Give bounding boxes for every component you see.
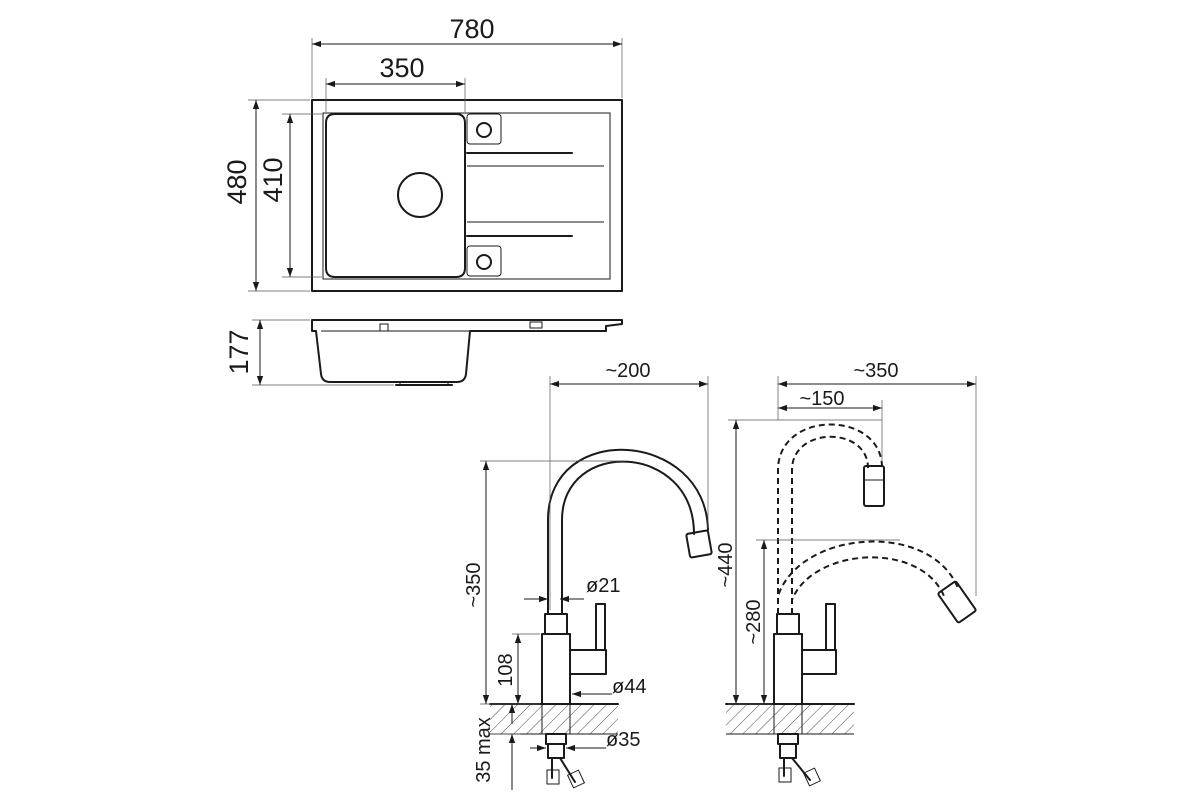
bowl-height-label: 410: [258, 157, 288, 202]
tap-hole-bottom: [476, 254, 492, 270]
sink-profile: [311, 319, 623, 383]
faucet-front-view: ~200 ~350 ø21 108 ø44 ø35 35 max: [463, 360, 713, 790]
pipe-diameter-label: ø21: [586, 575, 620, 597]
side-short-reach-label: ~150: [799, 388, 844, 410]
supply-hoses: [551, 757, 576, 783]
faucet-body: [541, 633, 571, 705]
tap-hole-top: [476, 122, 492, 138]
sink-top-view: 780 350 480 410: [222, 14, 623, 292]
side-reach-label: ~350: [853, 360, 898, 382]
sink-depth-label: 177: [224, 329, 254, 374]
mounting-nut: [547, 743, 565, 759]
sink-inner-rim: [322, 112, 611, 280]
drainer-grooves: [466, 152, 604, 237]
side-height-label: ~440: [715, 542, 737, 587]
worktop-section-right: [726, 704, 854, 734]
faucet-reach-label: ~200: [605, 360, 650, 382]
worktop-thickness-label: 35 max: [473, 717, 495, 783]
tap-hole-pad-bottom: [466, 245, 502, 277]
tap-hole-pad-top: [466, 113, 502, 145]
lowered-spout-head: [937, 580, 977, 624]
raised-spout-head: [863, 465, 885, 507]
faucet-side-view: ~350 ~150 ~440 ~280: [715, 360, 977, 787]
hole-diameter-label: ø35: [606, 729, 640, 751]
faucet-spout: [547, 448, 709, 615]
faucet-height-label: ~350: [463, 562, 485, 607]
sink-bowl: [325, 113, 466, 278]
body-diameter-label: ø44: [612, 676, 646, 698]
lowered-spout-dashed: [777, 540, 959, 614]
sink-side-view: 177: [224, 319, 623, 386]
body-height-label: 108: [495, 653, 517, 686]
sink-width-label: 780: [449, 14, 494, 44]
faucet-side-lever: [801, 649, 837, 675]
drain-circle: [397, 172, 443, 218]
sink-height-label: 480: [222, 159, 252, 204]
faucet-side-body: [773, 633, 803, 705]
worktop-section-left: [490, 704, 618, 734]
spout-head: [685, 529, 713, 559]
bowl-width-label: 350: [379, 53, 424, 83]
side-low-height-label: ~280: [743, 599, 765, 644]
faucet-lever: [569, 649, 607, 675]
raised-spout-dashed: [777, 423, 883, 614]
sink-outline: [311, 99, 623, 292]
